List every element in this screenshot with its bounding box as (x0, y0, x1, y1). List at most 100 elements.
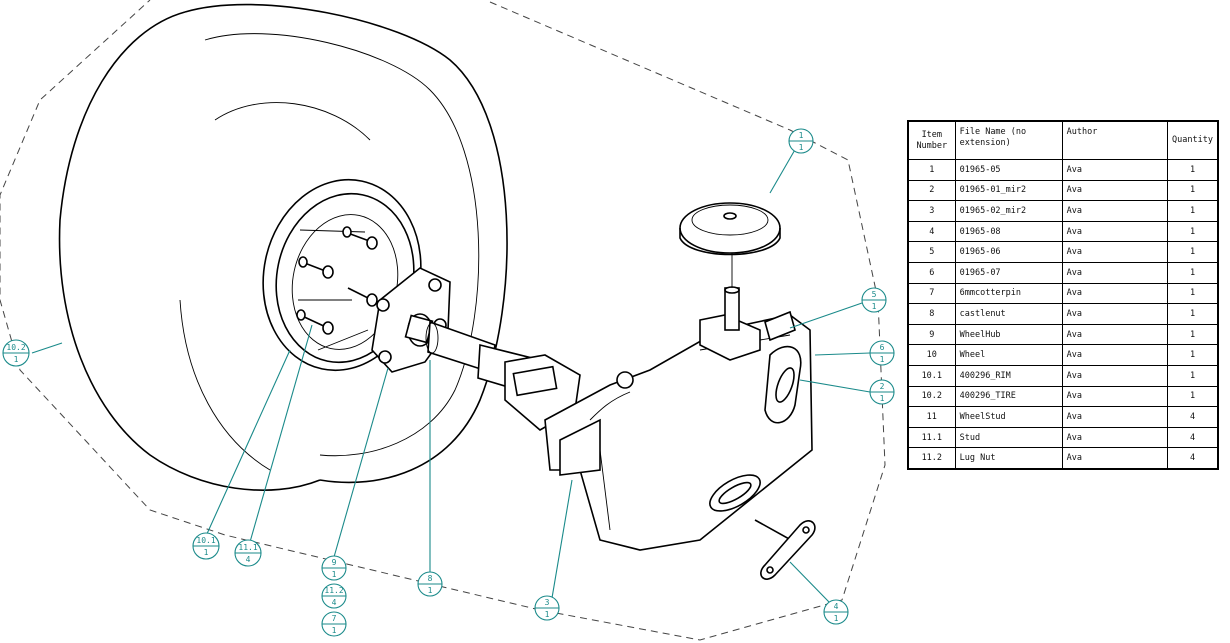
balloon-top: 8 (428, 574, 433, 583)
bom-cell-file: 01965-08 (954, 220, 1063, 243)
input-shaft (724, 250, 740, 331)
bom-cell-item: 6 (907, 261, 956, 284)
balloon-top: 1 (799, 131, 804, 140)
bom-header-quantity: Quantity (1167, 120, 1219, 160)
bom-cell-file: Lug Nut (954, 447, 1063, 470)
balloon-bottom: 1 (834, 614, 839, 623)
balloon-top: 5 (872, 290, 877, 299)
bom-header-author: Author (1061, 120, 1169, 160)
bom-header-row: Item Number File Name (no extension) Aut… (907, 120, 1219, 160)
bom-cell-quantity: 4 (1167, 426, 1219, 449)
balloon-top: 10.1 (196, 536, 215, 545)
bom-header-file: File Name (no extension) (954, 120, 1063, 160)
bom-cell-author: Ava (1061, 303, 1169, 325)
bom-cell-quantity: 1 (1167, 385, 1219, 408)
bom-cell-author: Ava (1061, 220, 1169, 243)
balloon-top: 4 (834, 602, 839, 611)
bom-cell-item: 11.1 (907, 426, 956, 449)
wheel-studs (296, 226, 378, 335)
bom-cell-quantity: 1 (1167, 303, 1219, 325)
bom-cell-item: 2 (907, 179, 956, 202)
bom-cell-author: Ava (1061, 406, 1169, 428)
bom-cell-file: WheelHub (954, 323, 1063, 346)
bom-cell-item: 3 (907, 200, 956, 222)
wheel-hub (371, 267, 451, 373)
bom-cell-quantity: 1 (1167, 364, 1219, 387)
bom-cell-file: 01965-06 (954, 241, 1063, 263)
bom-cell-author: Ava (1061, 159, 1169, 181)
bom-cell-item: 5 (907, 241, 956, 263)
balloon-8: 8 1 (417, 571, 443, 597)
balloon-10-1: 10.1 1 (192, 532, 220, 560)
bom-cell-author: Ava (1061, 344, 1169, 366)
balloon-5: 5 1 (861, 287, 887, 313)
balloon-bottom: 1 (204, 548, 209, 557)
balloon-top: 3 (545, 598, 550, 607)
bom-header-item: Item Number (907, 120, 956, 160)
bom-cell-item: 10.2 (907, 385, 956, 408)
balloon-top: 9 (332, 558, 337, 567)
bom-cell-file: Stud (954, 426, 1063, 449)
bom-cell-item: 11.2 (907, 447, 956, 470)
balloon-bottom: 1 (428, 586, 433, 595)
bom-cell-file: 01965-05 (954, 159, 1063, 181)
bom-cell-item: 4 (907, 220, 956, 243)
bom-cell-item: 7 (907, 282, 956, 305)
balloon-11-1: 11.1 4 (234, 539, 262, 567)
bom-cell-file: 01965-02_mir2 (954, 200, 1063, 222)
balloon-4: 4 1 (823, 599, 849, 625)
bom-cell-file: 400296_RIM (954, 364, 1063, 387)
balloon-bottom: 1 (880, 355, 885, 364)
bom-cell-file: 01965-07 (954, 261, 1063, 284)
balloon-top: 10.2 (6, 343, 25, 352)
balloon-bottom: 4 (246, 555, 251, 564)
balloon-top: 6 (880, 343, 885, 352)
bom-cell-item: 1 (907, 159, 956, 181)
balloon-bottom: 1 (545, 610, 550, 619)
balloon-2: 2 1 (869, 379, 895, 405)
balloon-top: 2 (880, 382, 885, 391)
bom-cell-item: 10.1 (907, 364, 956, 387)
bom-cell-quantity: 1 (1167, 220, 1219, 243)
balloon-6: 6 1 (869, 340, 895, 366)
balloon-10-2: 10.2 1 (2, 339, 30, 367)
balloon-bottom: 1 (872, 302, 877, 311)
bom-cell-author: Ava (1061, 200, 1169, 222)
balloon-bottom: 1 (880, 394, 885, 403)
balloon-11-2: 11.2 4 (321, 583, 347, 609)
bom-cell-quantity: 1 (1167, 323, 1219, 346)
bom-cell-item: 10 (907, 344, 956, 366)
shift-arm (754, 519, 816, 580)
bom-cell-author: Ava (1061, 282, 1169, 305)
transaxle-housing (504, 310, 813, 551)
bom-cell-author: Ava (1061, 364, 1169, 387)
pulley (679, 202, 781, 256)
bom-cell-file: 400296_TIRE (954, 385, 1063, 408)
bom-cell-item: 11 (907, 406, 956, 428)
balloon-bottom: 1 (14, 355, 19, 364)
bom-cell-author: Ava (1061, 447, 1169, 470)
balloon-bottom: 4 (332, 598, 337, 607)
bom-cell-quantity: 1 (1167, 261, 1219, 284)
bom-cell-author: Ava (1061, 261, 1169, 284)
bom-cell-author: Ava (1061, 179, 1169, 202)
balloon-9: 9 1 (321, 555, 347, 581)
bom-cell-item: 8 (907, 303, 956, 325)
bom-cell-quantity: 4 (1167, 406, 1219, 428)
tire (58, 3, 508, 491)
bom-cell-author: Ava (1061, 426, 1169, 449)
item-balloons: 1 1 5 1 6 1 2 1 10.2 1 10.1 1 (2, 128, 895, 637)
bom-cell-quantity: 1 (1167, 159, 1219, 181)
